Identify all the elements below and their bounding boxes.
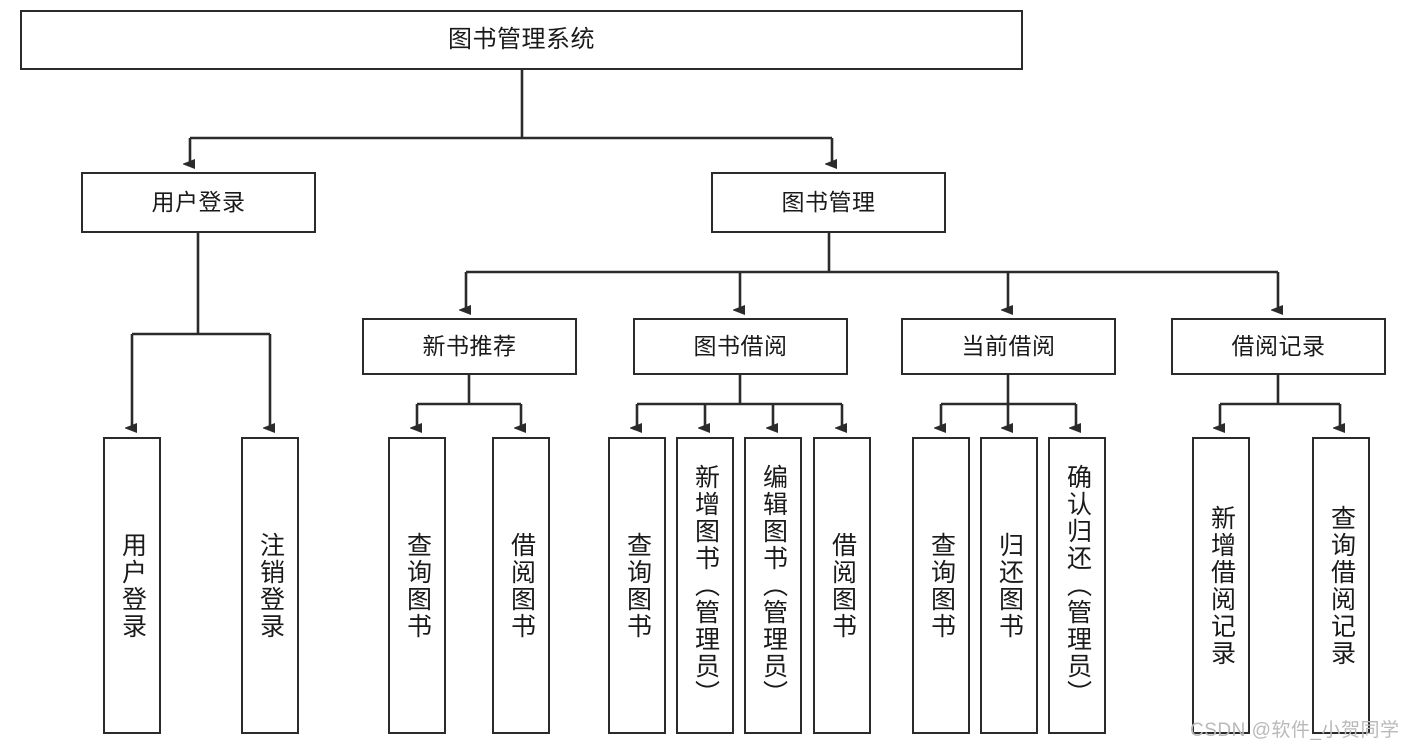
leaf-current-confirm-return-admin[interactable]: 确认归还（管理员） xyxy=(1048,437,1106,734)
node-new-book-recommend[interactable]: 新书推荐 xyxy=(362,318,577,375)
leaf-borrow-add-book-admin[interactable]: 新增图书（管理员） xyxy=(676,437,734,734)
node-label: 图书借阅 xyxy=(693,333,788,360)
node-label: 查询图书 xyxy=(403,531,432,640)
node-book-borrow[interactable]: 图书借阅 xyxy=(633,318,848,375)
leaf-borrow-borrow-book[interactable]: 借阅图书 xyxy=(813,437,871,734)
node-label: 查询图书 xyxy=(927,531,956,640)
leaf-new-book-query[interactable]: 查询图书 xyxy=(388,437,446,734)
node-label: 图书管理系统 xyxy=(448,26,595,54)
node-label: 借阅图书 xyxy=(507,531,536,640)
node-label: 图书管理 xyxy=(781,189,876,216)
node-label: 注销登录 xyxy=(256,531,285,640)
node-label: 借阅图书 xyxy=(828,531,857,640)
node-label: 当前借阅 xyxy=(961,333,1056,360)
node-current-borrow[interactable]: 当前借阅 xyxy=(901,318,1116,375)
node-label: 确认归还（管理员） xyxy=(1063,464,1092,707)
leaf-borrow-edit-book-admin[interactable]: 编辑图书（管理员） xyxy=(744,437,802,734)
node-label: 借阅记录 xyxy=(1231,333,1326,360)
leaf-borrow-query-book[interactable]: 查询图书 xyxy=(608,437,666,734)
node-label: 查询借阅记录 xyxy=(1327,504,1356,667)
node-label: 新增图书（管理员） xyxy=(691,464,720,707)
leaf-current-query-book[interactable]: 查询图书 xyxy=(912,437,970,734)
node-borrow-record[interactable]: 借阅记录 xyxy=(1171,318,1386,375)
node-label: 编辑图书（管理员） xyxy=(759,464,788,707)
leaf-current-return-book[interactable]: 归还图书 xyxy=(980,437,1038,734)
leaf-record-add[interactable]: 新增借阅记录 xyxy=(1192,437,1250,734)
node-label: 查询图书 xyxy=(623,531,652,640)
node-book-management[interactable]: 图书管理 xyxy=(711,172,946,233)
node-label: 用户登录 xyxy=(118,531,147,640)
leaf-user-login[interactable]: 用户登录 xyxy=(103,437,161,734)
leaf-record-query[interactable]: 查询借阅记录 xyxy=(1312,437,1370,734)
node-label: 新书推荐 xyxy=(422,333,517,360)
node-label: 新增借阅记录 xyxy=(1207,504,1236,667)
node-root-system[interactable]: 图书管理系统 xyxy=(20,10,1023,70)
leaf-new-book-borrow[interactable]: 借阅图书 xyxy=(492,437,550,734)
node-label: 归还图书 xyxy=(995,531,1024,640)
leaf-user-logout[interactable]: 注销登录 xyxy=(241,437,299,734)
node-label: 用户登录 xyxy=(151,189,246,216)
node-user-login[interactable]: 用户登录 xyxy=(81,172,316,233)
watermark-csdn: CSDN @软件_小贺同学 xyxy=(1190,720,1400,741)
